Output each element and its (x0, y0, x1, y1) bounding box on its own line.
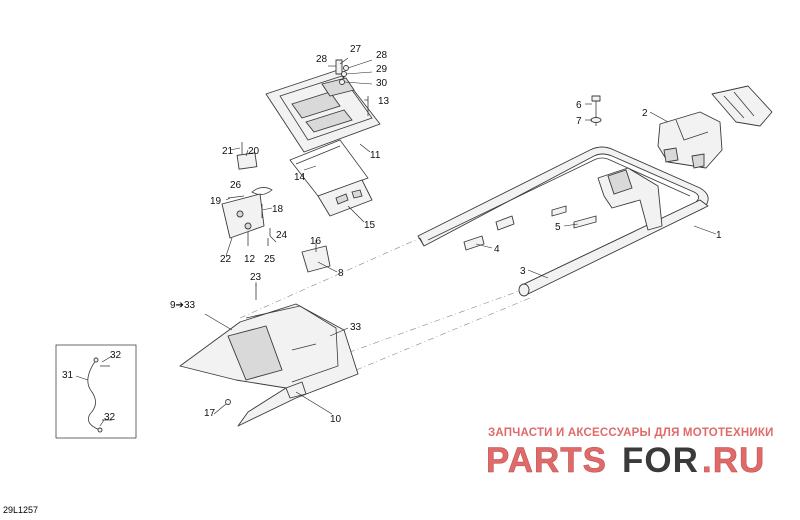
inset-wire-harness (55, 344, 137, 439)
svg-text:PARTS: PARTS (486, 442, 607, 478)
tail-housing-part-10 (179, 303, 359, 427)
callout-10: 10 (330, 414, 342, 425)
callout-labels: 1 2 3 4 5 6 7 8 9➔33 10 11 12 13 14 15 1… (62, 44, 722, 425)
loose-bracket (711, 85, 773, 127)
watermark-logo: PARTS FOR .RU (486, 442, 765, 478)
callout-28-left: 28 (316, 54, 328, 65)
callout-7: 7 (576, 116, 582, 127)
frame-bracket (597, 167, 663, 231)
callout-8: 8 (338, 268, 344, 279)
callout-32-top: 32 (110, 350, 122, 361)
svg-text:FOR: FOR (622, 442, 699, 478)
callout-17: 17 (204, 408, 216, 419)
svg-text:.RU: .RU (702, 442, 765, 478)
lower-rail-part-3 (518, 199, 709, 297)
callout-27: 27 (350, 44, 362, 55)
callout-18: 18 (272, 204, 284, 215)
callout-21: 21 (222, 146, 234, 157)
callout-4: 4 (494, 244, 500, 255)
callout-19: 19 (210, 196, 222, 207)
callout-6: 6 (576, 100, 582, 111)
callout-28-right: 28 (376, 50, 388, 61)
callout-22: 22 (220, 254, 232, 265)
screw-part-17 (225, 399, 231, 405)
figure-reference: 29L1257 (3, 505, 39, 515)
callout-31: 31 (62, 370, 74, 381)
callout-23: 23 (250, 272, 262, 283)
callout-12: 12 (244, 254, 256, 265)
fasteners-27-30 (335, 59, 349, 85)
screw-part-19 (227, 195, 245, 199)
callout-15: 15 (364, 220, 376, 231)
leader-lines (75, 57, 717, 427)
callout-5: 5 (555, 222, 561, 233)
bolts-part-5 (551, 205, 597, 229)
clip-part-8 (301, 245, 331, 273)
callout-2: 2 (642, 108, 648, 119)
top-plate-part-11 (265, 69, 381, 153)
callout-30: 30 (376, 78, 388, 89)
callout-29: 29 (376, 64, 388, 75)
bolts-part-4 (463, 215, 515, 251)
callout-13: 13 (378, 96, 390, 107)
callout-11: 11 (370, 150, 381, 161)
bracket-plate-part-15 (317, 179, 373, 217)
callout-26: 26 (230, 180, 242, 191)
callout-25: 25 (264, 254, 276, 265)
callout-1: 1 (716, 230, 722, 241)
washer-part-7 (590, 117, 602, 123)
callout-32-bottom: 32 (104, 412, 116, 423)
wire-frame-part-14 (289, 139, 369, 197)
callout-14: 14 (294, 172, 306, 183)
bracket-part-22 (221, 193, 265, 239)
clip-part-20 (236, 152, 258, 170)
callout-24: 24 (276, 230, 288, 241)
watermark-tagline: ЗАПЧАСТИ И АКСЕССУАРЫ ДЛЯ МОТОТЕХНИКИ (488, 427, 774, 439)
callout-33: 33 (350, 322, 362, 333)
callout-20: 20 (248, 146, 260, 157)
bracket-part-2 (657, 111, 723, 169)
callout-9-33: 9➔33 (170, 300, 196, 311)
callout-16: 16 (310, 236, 322, 247)
callout-3: 3 (520, 266, 526, 277)
wire-clip-part-26 (251, 187, 273, 195)
